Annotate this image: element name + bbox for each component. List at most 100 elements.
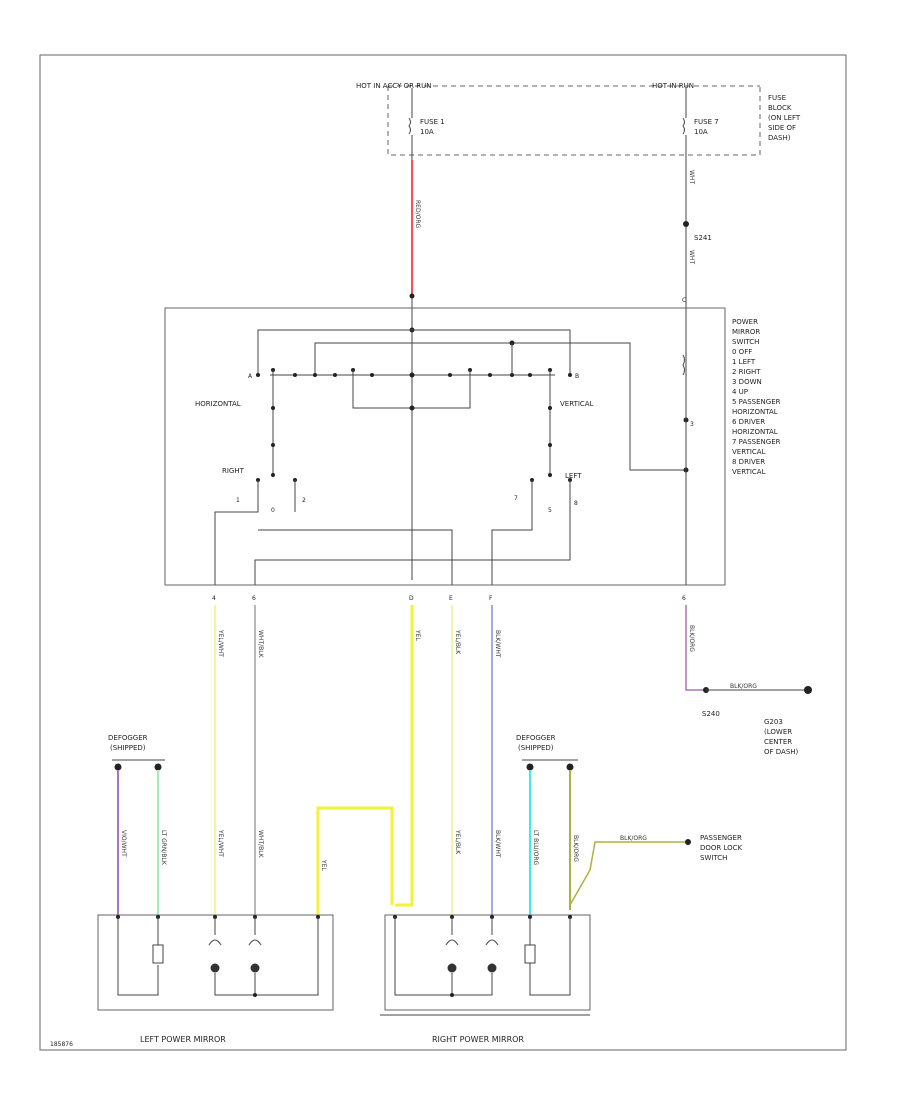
right-label: RIGHT: [222, 467, 245, 475]
left-motor-2-icon: [250, 963, 260, 973]
switch-resistor: [682, 354, 685, 376]
fuse-block-label-3: (ON LEFT: [768, 114, 801, 122]
door-lock-label-3: SWITCH: [700, 854, 727, 862]
wire-label-ylw-blk-1: YEL/BLK: [454, 629, 461, 655]
switch-title-13: 7 PASSENGER: [732, 438, 781, 446]
right-motor-contact-2: [485, 939, 499, 946]
defogger-right-label: DEFOGGER: [516, 734, 556, 742]
left-power-mirror: LEFT POWER MIRROR: [97, 914, 334, 1044]
diagram-code: 185876: [50, 1041, 73, 1048]
right-motor-1-icon: [447, 963, 457, 973]
switch-body: [164, 307, 726, 586]
pin-label-4: 4: [212, 595, 216, 602]
defogger-left-label: DEFOGGER: [108, 734, 148, 742]
ground-g203-symbol: [804, 686, 812, 694]
right-heater-element: [524, 944, 536, 964]
left-mirror-caption: LEFT POWER MIRROR: [140, 1035, 226, 1044]
right-mirror-caption: RIGHT POWER MIRROR: [432, 1035, 524, 1044]
pin-label-a: A: [248, 373, 253, 380]
switch-title-3: SWITCH: [732, 338, 759, 346]
switch-title-15: 8 DRIVER: [732, 458, 765, 466]
left-label: LEFT: [565, 472, 582, 480]
wire-red-org: RED/ORG: [411, 135, 421, 330]
defogger-right-terminal-2: [566, 763, 574, 771]
wire-label-vio-wht: VIO/WHT: [120, 830, 127, 857]
pin-label-b: B: [575, 373, 579, 380]
left-motor-1-icon: [210, 963, 220, 973]
left-mirror-body: [97, 914, 334, 1011]
wire-blk-wht-feed: S241 WHT WHT: [683, 135, 712, 310]
fuse-block-label-5: DASH): [768, 134, 791, 142]
ground-desc-3: CENTER: [764, 738, 792, 746]
horizontal-label: HORIZONTAL: [195, 400, 241, 408]
wire-label-yel-top: YEL: [414, 629, 421, 641]
wire-label-blk-org-top: BLK/ORG: [688, 625, 695, 652]
switch-title-14: VERTICAL: [732, 448, 766, 456]
fuse-7-symbol: [682, 117, 685, 135]
wire-label-ylw-wht-1: YEL/WHT: [217, 629, 224, 657]
door-lock-terminal: [685, 839, 691, 845]
right-mirror-body: [384, 914, 591, 1011]
pin-label-1: 1: [236, 497, 240, 504]
pin-label-2: 2: [302, 497, 306, 504]
fuse-block-label-4: SIDE OF: [768, 124, 796, 132]
switch-title-7: 3 DOWN: [732, 378, 762, 386]
wire-label-wht-blk-2: WHT/BLK: [257, 830, 264, 859]
wire-blk-org-door: [569, 841, 685, 906]
switch-output-wires: 4 6 D E F YEL/WHT YEL/WHT WHT/BLK WHT/BL…: [212, 595, 501, 915]
splice-s241-dot: [683, 221, 689, 227]
fuse-1-rating: 10A: [420, 128, 434, 136]
ground-desc-2: (LOWER: [764, 728, 792, 736]
pin-label-7: 7: [514, 495, 518, 502]
switch-title-2: MIRROR: [732, 328, 760, 336]
pin-label-c: C: [682, 297, 686, 304]
ground-branch: 6 BLK/ORG BLK/ORG S240 G203 (LOWER CENTE…: [682, 595, 812, 756]
left-motor-contact-1: [208, 939, 222, 946]
fuse-block-label-2: BLOCK: [768, 104, 792, 112]
wire-label-lt-blu-org: LT BLU/ORG: [532, 830, 539, 866]
wire-label-wht-blk-1: WHT/BLK: [257, 630, 264, 659]
defogger-left-terminal-1: [114, 763, 122, 771]
pin-label-f: F: [489, 595, 493, 602]
defogger-right-terminal-1: [526, 763, 534, 771]
right-motor-contact-1: [445, 939, 459, 946]
defogger-right-note: (SHIPPED): [518, 744, 554, 752]
door-lock-label-1: PASSENGER: [700, 834, 742, 842]
wire-label-blk-wht-2: BLK/WHT: [494, 830, 501, 858]
ground-desc-1: G203: [764, 718, 783, 726]
switch-title-10: HORIZONTAL: [732, 408, 778, 416]
wire-label-wht-1: WHT: [688, 170, 695, 184]
wire-label-wht-2: WHT: [688, 250, 695, 264]
switch-title-5: 1 LEFT: [732, 358, 756, 366]
fuse-7-rating: 10A: [694, 128, 708, 136]
wire-label-ylw-wht-2: YEL/WHT: [217, 829, 224, 857]
splice-s240-label: S240: [702, 710, 720, 718]
switch-title-9: 5 PASSENGER: [732, 398, 781, 406]
defogger-left-terminal-2: [154, 763, 162, 771]
switch-title-4: 0 OFF: [732, 348, 752, 356]
power-mirror-switch: POWER MIRROR SWITCH 0 OFF 1 LEFT 2 RIGHT…: [164, 293, 781, 586]
wire-label-red-org: RED/ORG: [414, 200, 421, 228]
switch-title-11: 6 DRIVER: [732, 418, 765, 426]
diagram-frame: [39, 54, 847, 1051]
fuse-block-label-1: FUSE: [768, 94, 786, 102]
pin-label-8: 8: [574, 500, 578, 507]
ground-desc-4: OF DASH): [764, 748, 799, 756]
wire-label-yel-loop: YEL: [320, 859, 327, 871]
pin-label-0: 0: [271, 507, 275, 514]
wire-label-lt-grn-blk: LT GRN/BLK: [160, 830, 167, 866]
wire-yel-main: [395, 605, 414, 907]
switch-title-6: 2 RIGHT: [732, 368, 761, 376]
left-heater-element: [152, 944, 164, 964]
defogger-right: DEFOGGER (SHIPPED) LT BLU/ORG BLK/ORG BL…: [516, 734, 743, 915]
fuse-1-name: FUSE 1: [420, 118, 445, 126]
switch-title-16: VERTICAL: [732, 468, 766, 476]
wire-label-ylw-blk-2: YEL/BLK: [454, 829, 461, 855]
hot-accy-label: HOT IN ACCY OR RUN: [356, 82, 431, 90]
wire-label-blk-org-right: BLK/ORG: [572, 835, 579, 862]
switch-title-8: 4 UP: [732, 388, 748, 396]
wire-label-blk-wht-1: BLK/WHT: [494, 630, 501, 658]
switch-title-1: POWER: [732, 318, 758, 326]
pin-label-6: 6: [252, 595, 256, 602]
